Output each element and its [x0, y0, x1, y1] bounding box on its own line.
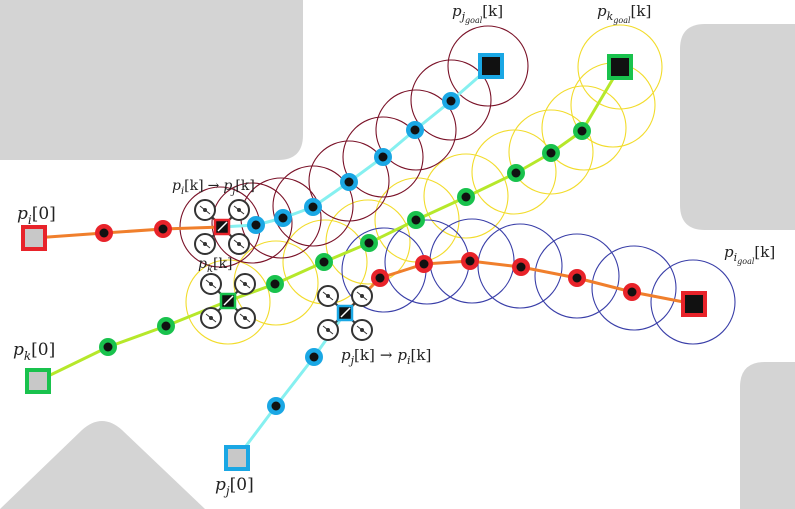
drone-blade-k-0: [205, 279, 217, 289]
safety-circle-j-6: [375, 89, 457, 171]
safety-circle-k-5: [423, 153, 509, 239]
quadrotor-icon-k: [200, 273, 256, 329]
obstacle-top-left: [0, 0, 303, 160]
drone-blade-k-1: [239, 279, 251, 289]
waypoint-core-k-3: [319, 257, 329, 267]
start-marker-i: [21, 225, 47, 251]
waypoint-core-k-5: [411, 215, 421, 225]
waypoint-core-k-9: [577, 126, 587, 136]
waypoint-core-i-7: [627, 287, 637, 297]
trajectory-i-a: [32, 225, 224, 240]
goal-marker-k: [607, 54, 633, 80]
safety-circle-j-8: [447, 25, 529, 107]
waypoint-core-i-6: [572, 273, 582, 283]
labels: pi[0] pk[0] pj[0] pjgoal[k] pkgoal[k] pi…: [13, 2, 775, 498]
safety-circle-i-6: [650, 259, 736, 345]
label-pi0: pi[0]: [17, 204, 56, 227]
drone-blade-j-2: [322, 325, 334, 335]
label-pigoal: pigoal[k]: [724, 243, 775, 266]
waypoint-core-j-3: [278, 213, 288, 223]
goal-marker-i: [681, 291, 707, 317]
safety-circle-k-1: [233, 240, 319, 326]
waypoint-core-j-8: [446, 96, 456, 106]
drone-blade-j-3: [356, 325, 368, 335]
drones: [194, 199, 373, 341]
quadrotor-icon-i: [194, 199, 250, 255]
obstacle-bottom-left: [0, 421, 205, 509]
waypoint-core-j-7: [410, 125, 420, 135]
drone-heading-k: [223, 295, 234, 306]
safety-circle-k-8: [541, 85, 627, 171]
waypoint-core-j-6: [378, 152, 388, 162]
drone-blade-k-2: [205, 313, 217, 323]
quadrotor-icon-j: [317, 285, 373, 341]
drone-blade-i-1: [233, 205, 245, 215]
label-pk0: pk[0]: [13, 340, 55, 363]
drone-blade-k-3: [239, 313, 251, 323]
waypoint-core-k-7: [511, 168, 521, 178]
trajectory-k-b: [226, 65, 622, 303]
drone-heading-i: [217, 221, 228, 232]
safety-circle-k-0: [185, 259, 271, 345]
label-pjgoal: pjgoal[k]: [452, 2, 503, 25]
safety-circle-i-4: [534, 233, 620, 319]
waypoint-core-j-5: [344, 177, 354, 187]
safety-circle-k-3: [325, 199, 411, 285]
start-marker-j: [224, 445, 250, 471]
drone-heading-j: [340, 307, 351, 318]
waypoint-core-i-3: [419, 259, 429, 269]
drone-blade-i-2: [199, 239, 211, 249]
waypoint-core-j-1: [309, 352, 319, 362]
waypoint-core-j-2: [251, 220, 261, 230]
drone-blade-j-0: [322, 291, 334, 301]
drone-blade-j-1: [356, 291, 368, 301]
waypoint-core-i-0: [99, 228, 109, 238]
waypoint-core-i-2: [375, 273, 385, 283]
waypoint-core-k-6: [461, 192, 471, 202]
safety-circle-j-3: [272, 165, 354, 247]
drone-blade-i-3: [233, 239, 245, 249]
safety-circle-k-7: [508, 109, 594, 195]
label-pkgoal: pkgoal[k]: [597, 2, 651, 25]
safety-circle-j-7: [410, 59, 492, 141]
safety-circle-i-3: [477, 223, 563, 309]
safety-circle-i-5: [591, 245, 677, 331]
safety-circle-j-5: [342, 116, 424, 198]
waypoint-core-k-1: [161, 321, 171, 331]
waypoint-core-k-4: [364, 238, 374, 248]
waypoint-core-k-8: [546, 148, 556, 158]
safety-circle-j-4: [308, 140, 390, 222]
waypoint-core-k-0: [103, 342, 113, 352]
waypoint-core-j-0: [271, 401, 281, 411]
label-pkk: pk[k]: [198, 256, 232, 275]
goal-marker-j: [478, 53, 504, 79]
safety-circle-k-6: [471, 129, 557, 215]
waypoint-core-i-1: [158, 224, 168, 234]
obstacle-right-bottom: [740, 362, 795, 509]
waypoint-core-i-4: [465, 256, 475, 266]
start-marker-k: [25, 368, 51, 394]
label-pik-to-pj: pi[k]→pj[k]: [172, 178, 255, 197]
safety-circle-j-1: [211, 182, 293, 264]
safety-circle-k-10: [577, 24, 663, 110]
label-pj0: pj[0]: [215, 475, 254, 498]
waypoint-core-k-2: [270, 279, 280, 289]
waypoints: [95, 92, 641, 415]
label-pjk-to-pi: pj[k]→pi[k]: [341, 346, 431, 367]
trajectory-k-a: [36, 299, 230, 383]
waypoint-core-i-5: [516, 262, 526, 272]
obstacle-right-top: [680, 24, 795, 230]
waypoint-core-j-4: [308, 202, 318, 212]
start-goal-markers: [21, 53, 707, 471]
drone-blade-i-0: [199, 205, 211, 215]
